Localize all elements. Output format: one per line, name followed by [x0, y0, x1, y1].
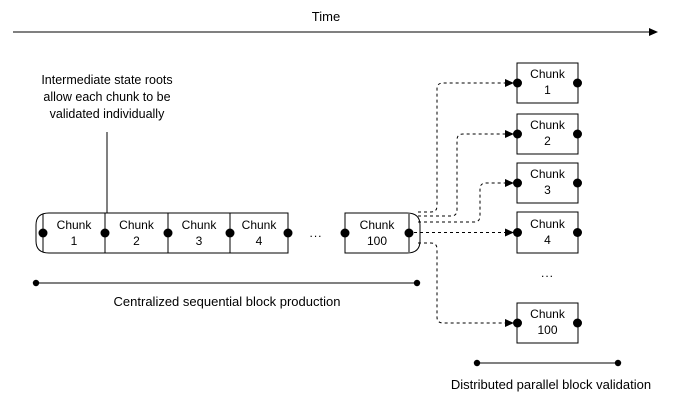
state-root-dot — [513, 129, 522, 139]
annotation-line-3: validated individually — [50, 107, 165, 121]
validation-caption: Distributed parallel block validation — [451, 377, 651, 392]
connector-to-chunk-1 — [418, 79, 514, 213]
validation-chunk-1-title: Chunk — [530, 67, 566, 81]
production-chunk-3-title: Chunk — [182, 218, 218, 232]
validation-chunk-100-number: 100 — [537, 323, 557, 337]
state-root-dot — [513, 228, 522, 237]
validation-chunk-3-title: Chunk — [530, 167, 566, 181]
validation-ellipsis: ... — [541, 266, 554, 280]
state-root-dot — [573, 129, 582, 139]
connector-to-chunk-2 — [418, 130, 514, 217]
validation-chunk-1-number: 1 — [544, 83, 551, 97]
state-root-dot — [225, 228, 235, 238]
annotation-line-2: allow each chunk to be — [43, 90, 170, 104]
validation-chunk-2-title: Chunk — [530, 118, 566, 132]
state-root-dot — [163, 228, 173, 238]
time-axis-label: Time — [312, 9, 340, 24]
production-block-outline — [35, 212, 289, 254]
production-chunk-2-title: Chunk — [119, 218, 155, 232]
measure-end-dot — [473, 359, 481, 367]
measure-end-dot — [614, 359, 622, 367]
state-root-dot — [513, 178, 522, 188]
time-axis: Time — [13, 9, 658, 36]
state-root-dot — [404, 228, 414, 238]
production-chunk-4-title: Chunk — [242, 218, 278, 232]
validation-chunk-4-number: 4 — [544, 233, 551, 247]
state-root-dot — [573, 318, 582, 328]
state-root-dot — [38, 228, 48, 238]
measure-end-dot — [32, 279, 40, 287]
production-chunk-100-title: Chunk — [360, 218, 396, 232]
connector-to-chunk-100 — [418, 242, 514, 327]
annotation-line-1: Intermediate state roots — [41, 73, 172, 87]
connector-to-chunk-3 — [418, 179, 514, 223]
state-root-dot — [573, 78, 582, 88]
production-caption: Centralized sequential block production — [114, 294, 341, 309]
production-chunk-100-box — [344, 212, 421, 254]
validation-chunk-4-title: Chunk — [530, 217, 566, 231]
validation-chunk-3-number: 3 — [544, 183, 551, 197]
validation-column: Chunk 1 Chunk 2 Chunk 3 Chunk 4 ... Chun… — [513, 62, 582, 344]
annotation-note: Intermediate state roots allow each chun… — [41, 73, 173, 223]
production-chunk-3-number: 3 — [196, 234, 203, 248]
state-root-dot — [573, 178, 582, 188]
state-root-dot — [513, 78, 522, 88]
production-chunk-1-number: 1 — [71, 234, 78, 248]
production-chunk-100-number: 100 — [367, 234, 387, 248]
state-root-dot — [340, 228, 350, 238]
production-chunk-4-number: 4 — [256, 234, 263, 248]
validation-chunk-1-box — [516, 62, 579, 104]
state-root-dot — [100, 228, 110, 238]
validation-caption-group: Distributed parallel block validation — [451, 359, 651, 392]
validation-connectors — [414, 79, 514, 327]
production-caption-group: Centralized sequential block production — [32, 279, 421, 309]
production-ellipsis: ... — [309, 226, 322, 240]
validation-chunk-2-number: 2 — [544, 134, 551, 148]
state-root-dot — [513, 318, 522, 328]
production-block: Chunk 1 Chunk 2 Chunk 3 Chunk 4 ... Chun… — [35, 212, 421, 254]
measure-end-dot — [413, 279, 421, 287]
production-chunk-2-number: 2 — [133, 234, 140, 248]
state-root-dot — [573, 228, 582, 237]
validation-chunk-100-title: Chunk — [530, 307, 566, 321]
production-chunk-1-title: Chunk — [57, 218, 93, 232]
state-root-dot — [283, 228, 293, 238]
